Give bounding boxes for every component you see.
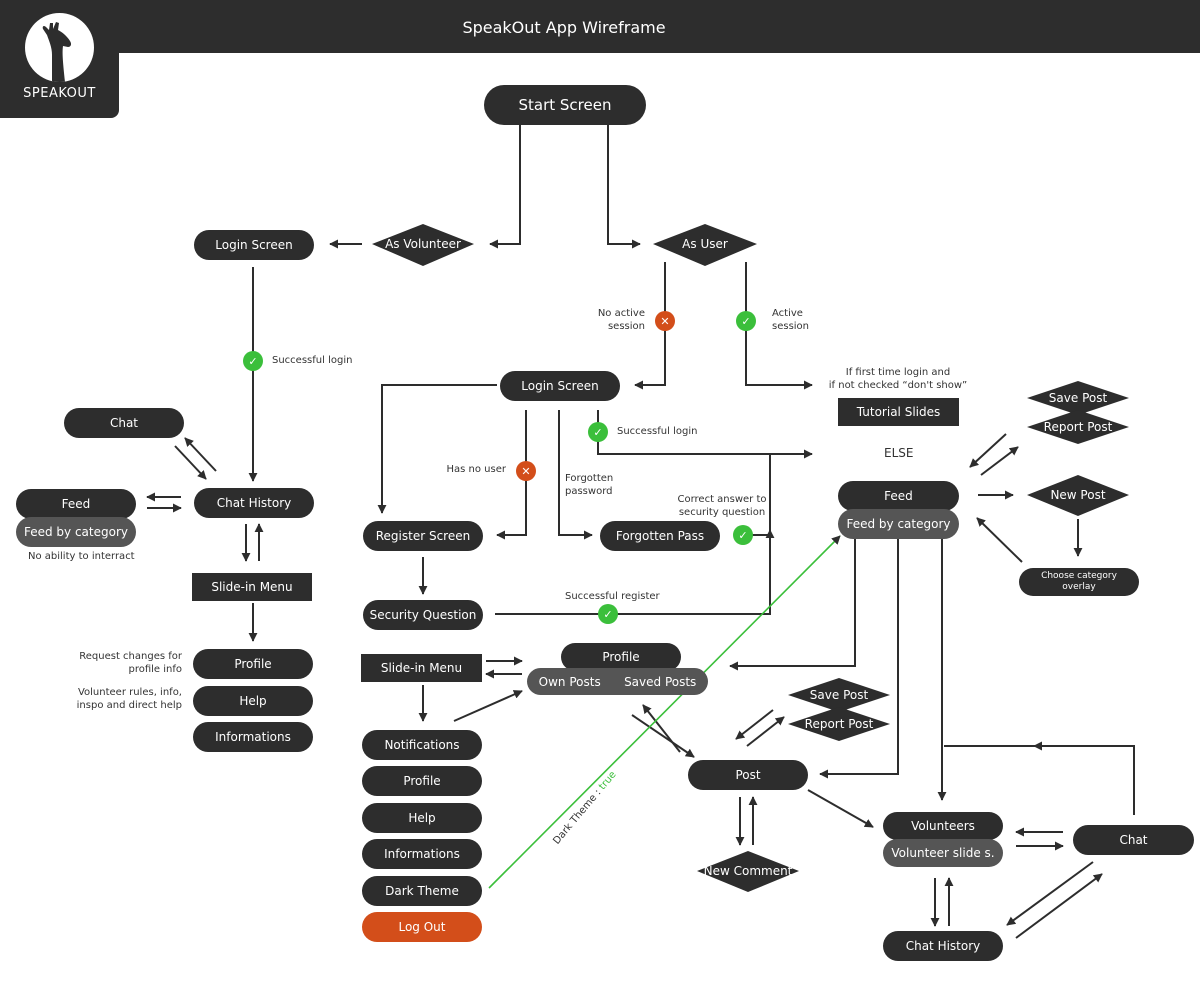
forgotten-pass-node[interactable]: Forgotten Pass bbox=[600, 521, 720, 551]
new-comment-decision bbox=[697, 851, 799, 892]
report-post-decision bbox=[1027, 410, 1129, 444]
user-chat-history-node[interactable]: Chat History bbox=[883, 931, 1003, 961]
no-active-session-note: No active session bbox=[597, 308, 645, 332]
successful-login-note-2: Successful login bbox=[617, 426, 698, 437]
as-volunteer-label: As Volunteer bbox=[385, 237, 461, 251]
volunteer-help-node[interactable]: Help bbox=[193, 686, 313, 716]
volunteer-slide-in-menu-node[interactable]: Slide-in Menu bbox=[192, 573, 312, 601]
active-session-note: Active session bbox=[772, 308, 810, 332]
menu-item-dark-theme[interactable]: Dark Theme bbox=[362, 876, 482, 906]
report-post-decision-2 bbox=[788, 707, 890, 741]
check-icon: ✓ bbox=[598, 604, 618, 624]
first-time-login-note: If first time login and if not checked “… bbox=[828, 367, 968, 391]
check-icon: ✓ bbox=[733, 525, 753, 545]
logo-text: SPEAKOUT bbox=[23, 86, 96, 101]
log-out-button[interactable]: Log Out bbox=[362, 912, 482, 942]
check-icon: ✓ bbox=[588, 422, 608, 442]
request-changes-note: Request changes for profile info bbox=[79, 651, 182, 675]
as-user-decision bbox=[653, 224, 757, 266]
report-post-label: Report Post bbox=[1043, 420, 1113, 434]
volunteers-node[interactable]: Volunteers bbox=[883, 812, 1003, 840]
has-no-user-note: Has no user bbox=[446, 464, 506, 475]
choose-category-overlay-node[interactable]: Choose category overlay bbox=[1019, 568, 1139, 596]
successful-login-note: Successful login bbox=[272, 355, 353, 366]
security-question-node[interactable]: Security Question bbox=[363, 600, 483, 630]
register-screen-node[interactable]: Register Screen bbox=[363, 521, 483, 551]
volunteer-slides-node[interactable]: Volunteer slide s. bbox=[883, 839, 1003, 867]
volunteer-chat-history-node[interactable]: Chat History bbox=[194, 488, 314, 518]
user-login-screen-node[interactable]: Login Screen bbox=[500, 371, 620, 401]
save-post-label-2: Save Post bbox=[809, 688, 869, 702]
volunteer-profile-node[interactable]: Profile bbox=[193, 649, 313, 679]
profile-posts-tabs: Own Posts Saved Posts bbox=[527, 668, 708, 695]
new-post-label: New Post bbox=[1050, 488, 1106, 502]
new-post-decision bbox=[1027, 475, 1129, 516]
user-feed-by-category-node[interactable]: Feed by category bbox=[838, 509, 959, 539]
correct-answer-note: Correct answer to security question bbox=[677, 494, 767, 518]
menu-item-informations[interactable]: Informations bbox=[362, 839, 482, 869]
successful-register-note: Successful register bbox=[565, 591, 660, 602]
post-node[interactable]: Post bbox=[688, 760, 808, 790]
header-bar: SpeakOut App Wireframe bbox=[0, 0, 1200, 53]
save-post-decision-2 bbox=[788, 678, 890, 712]
giraffe-logo-icon bbox=[25, 13, 94, 82]
own-posts-tab[interactable]: Own Posts bbox=[538, 674, 601, 689]
as-user-label: As User bbox=[682, 237, 728, 251]
tutorial-slides-node[interactable]: Tutorial Slides bbox=[838, 398, 959, 426]
else-label: ELSE bbox=[884, 446, 914, 460]
save-post-label: Save Post bbox=[1048, 391, 1108, 405]
save-post-decision bbox=[1027, 381, 1129, 415]
user-profile-node[interactable]: Profile bbox=[561, 643, 681, 671]
choose-category-overlay-label: Choose category overlay bbox=[1041, 571, 1117, 592]
check-icon: ✓ bbox=[736, 311, 756, 331]
new-comment-label: New Comment bbox=[703, 864, 793, 878]
page-title: SpeakOut App Wireframe bbox=[462, 18, 666, 37]
logo: SPEAKOUT bbox=[0, 0, 119, 118]
volunteer-chat-node[interactable]: Chat bbox=[64, 408, 184, 438]
cross-icon: ✕ bbox=[516, 461, 536, 481]
volunteer-feed-node[interactable]: Feed bbox=[16, 489, 136, 519]
start-screen-node[interactable]: Start Screen bbox=[484, 85, 646, 125]
volunteer-login-screen-node[interactable]: Login Screen bbox=[194, 230, 314, 260]
volunteer-informations-node[interactable]: Informations bbox=[193, 722, 313, 752]
report-post-label-2: Report Post bbox=[804, 717, 874, 731]
user-slide-in-menu-node[interactable]: Slide-in Menu bbox=[361, 654, 482, 682]
as-volunteer-decision bbox=[372, 224, 474, 266]
menu-item-help[interactable]: Help bbox=[362, 803, 482, 833]
user-chat-node[interactable]: Chat bbox=[1073, 825, 1194, 855]
check-icon: ✓ bbox=[243, 351, 263, 371]
no-ability-note: No ability to interract bbox=[28, 551, 135, 562]
forgotten-password-note: Forgotten password bbox=[565, 473, 614, 497]
cross-icon: ✕ bbox=[655, 311, 675, 331]
saved-posts-tab[interactable]: Saved Posts bbox=[624, 674, 697, 689]
user-feed-node[interactable]: Feed bbox=[838, 481, 959, 511]
menu-item-notifications[interactable]: Notifications bbox=[362, 730, 482, 760]
volunteer-rules-note: Volunteer rules, info, inspo and direct … bbox=[76, 687, 182, 711]
volunteer-feed-by-category-node[interactable]: Feed by category bbox=[16, 517, 136, 547]
menu-item-profile[interactable]: Profile bbox=[362, 766, 482, 796]
